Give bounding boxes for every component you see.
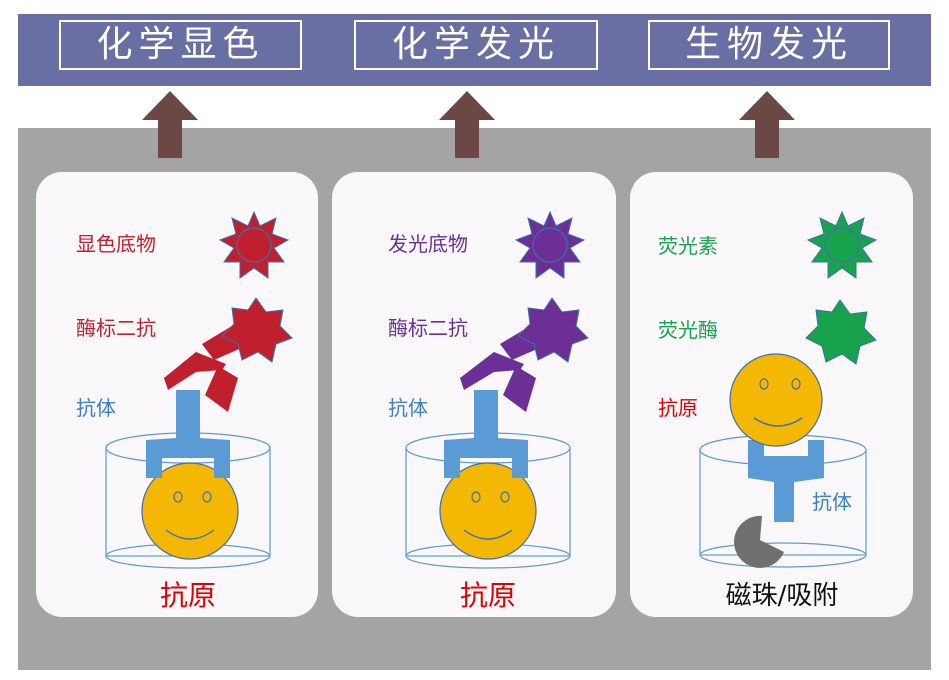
method-title-chemiluminescence: 化学发光: [391, 24, 560, 65]
label-enzyme-secondary-antibody: 酶标二抗: [76, 316, 156, 340]
antigen-smiley-icon: [439, 462, 537, 560]
substrate-sun-icon: [218, 210, 290, 279]
substrate-sun-icon: [514, 210, 586, 279]
label-antibody: 抗体: [388, 396, 428, 420]
magnetic-bead-icon: [734, 515, 784, 568]
label-antigen: 抗原: [159, 579, 216, 612]
label-enzyme-secondary-antibody: 酶标二抗: [388, 316, 468, 340]
enzyme-star-icon: [517, 297, 589, 363]
antibody-y-icon: [146, 390, 230, 478]
label-antibody: 抗体: [812, 490, 852, 514]
panel3-illustration: [699, 210, 878, 568]
label-chromogenic-substrate: 显色底物: [76, 232, 156, 256]
method-box-chemiluminescence: 化学发光: [354, 20, 598, 70]
luciferase-star-icon: [805, 299, 877, 365]
enzyme-star-icon: [221, 297, 293, 363]
fluorescein-sun-icon: [806, 210, 878, 279]
antibody-y-icon: [748, 440, 824, 522]
label-antigen: 抗原: [459, 579, 516, 612]
label-magnetic-bead-adsorption: 磁珠/吸附: [725, 581, 839, 611]
label-antigen: 抗原: [658, 396, 698, 420]
label-fluorescein: 荧光素: [658, 234, 718, 258]
label-luciferase: 荧光酶: [658, 318, 718, 342]
antibody-y-icon: [444, 390, 528, 478]
antigen-smiley-icon: [141, 462, 239, 560]
panel1-illustration: [105, 210, 293, 569]
label-antibody: 抗体: [76, 396, 116, 420]
method-header-bar: [18, 14, 931, 86]
method-box-colorimetric: 化学显色: [59, 20, 302, 70]
antigen-smiley-icon: [729, 353, 823, 447]
method-title-bioluminescence: 生物发光: [684, 24, 853, 65]
label-luminescent-substrate: 发光底物: [388, 232, 468, 256]
method-title-colorimetric: 化学显色: [96, 24, 265, 65]
method-box-bioluminescence: 生物发光: [648, 20, 890, 70]
panel2-illustration: [405, 210, 589, 569]
